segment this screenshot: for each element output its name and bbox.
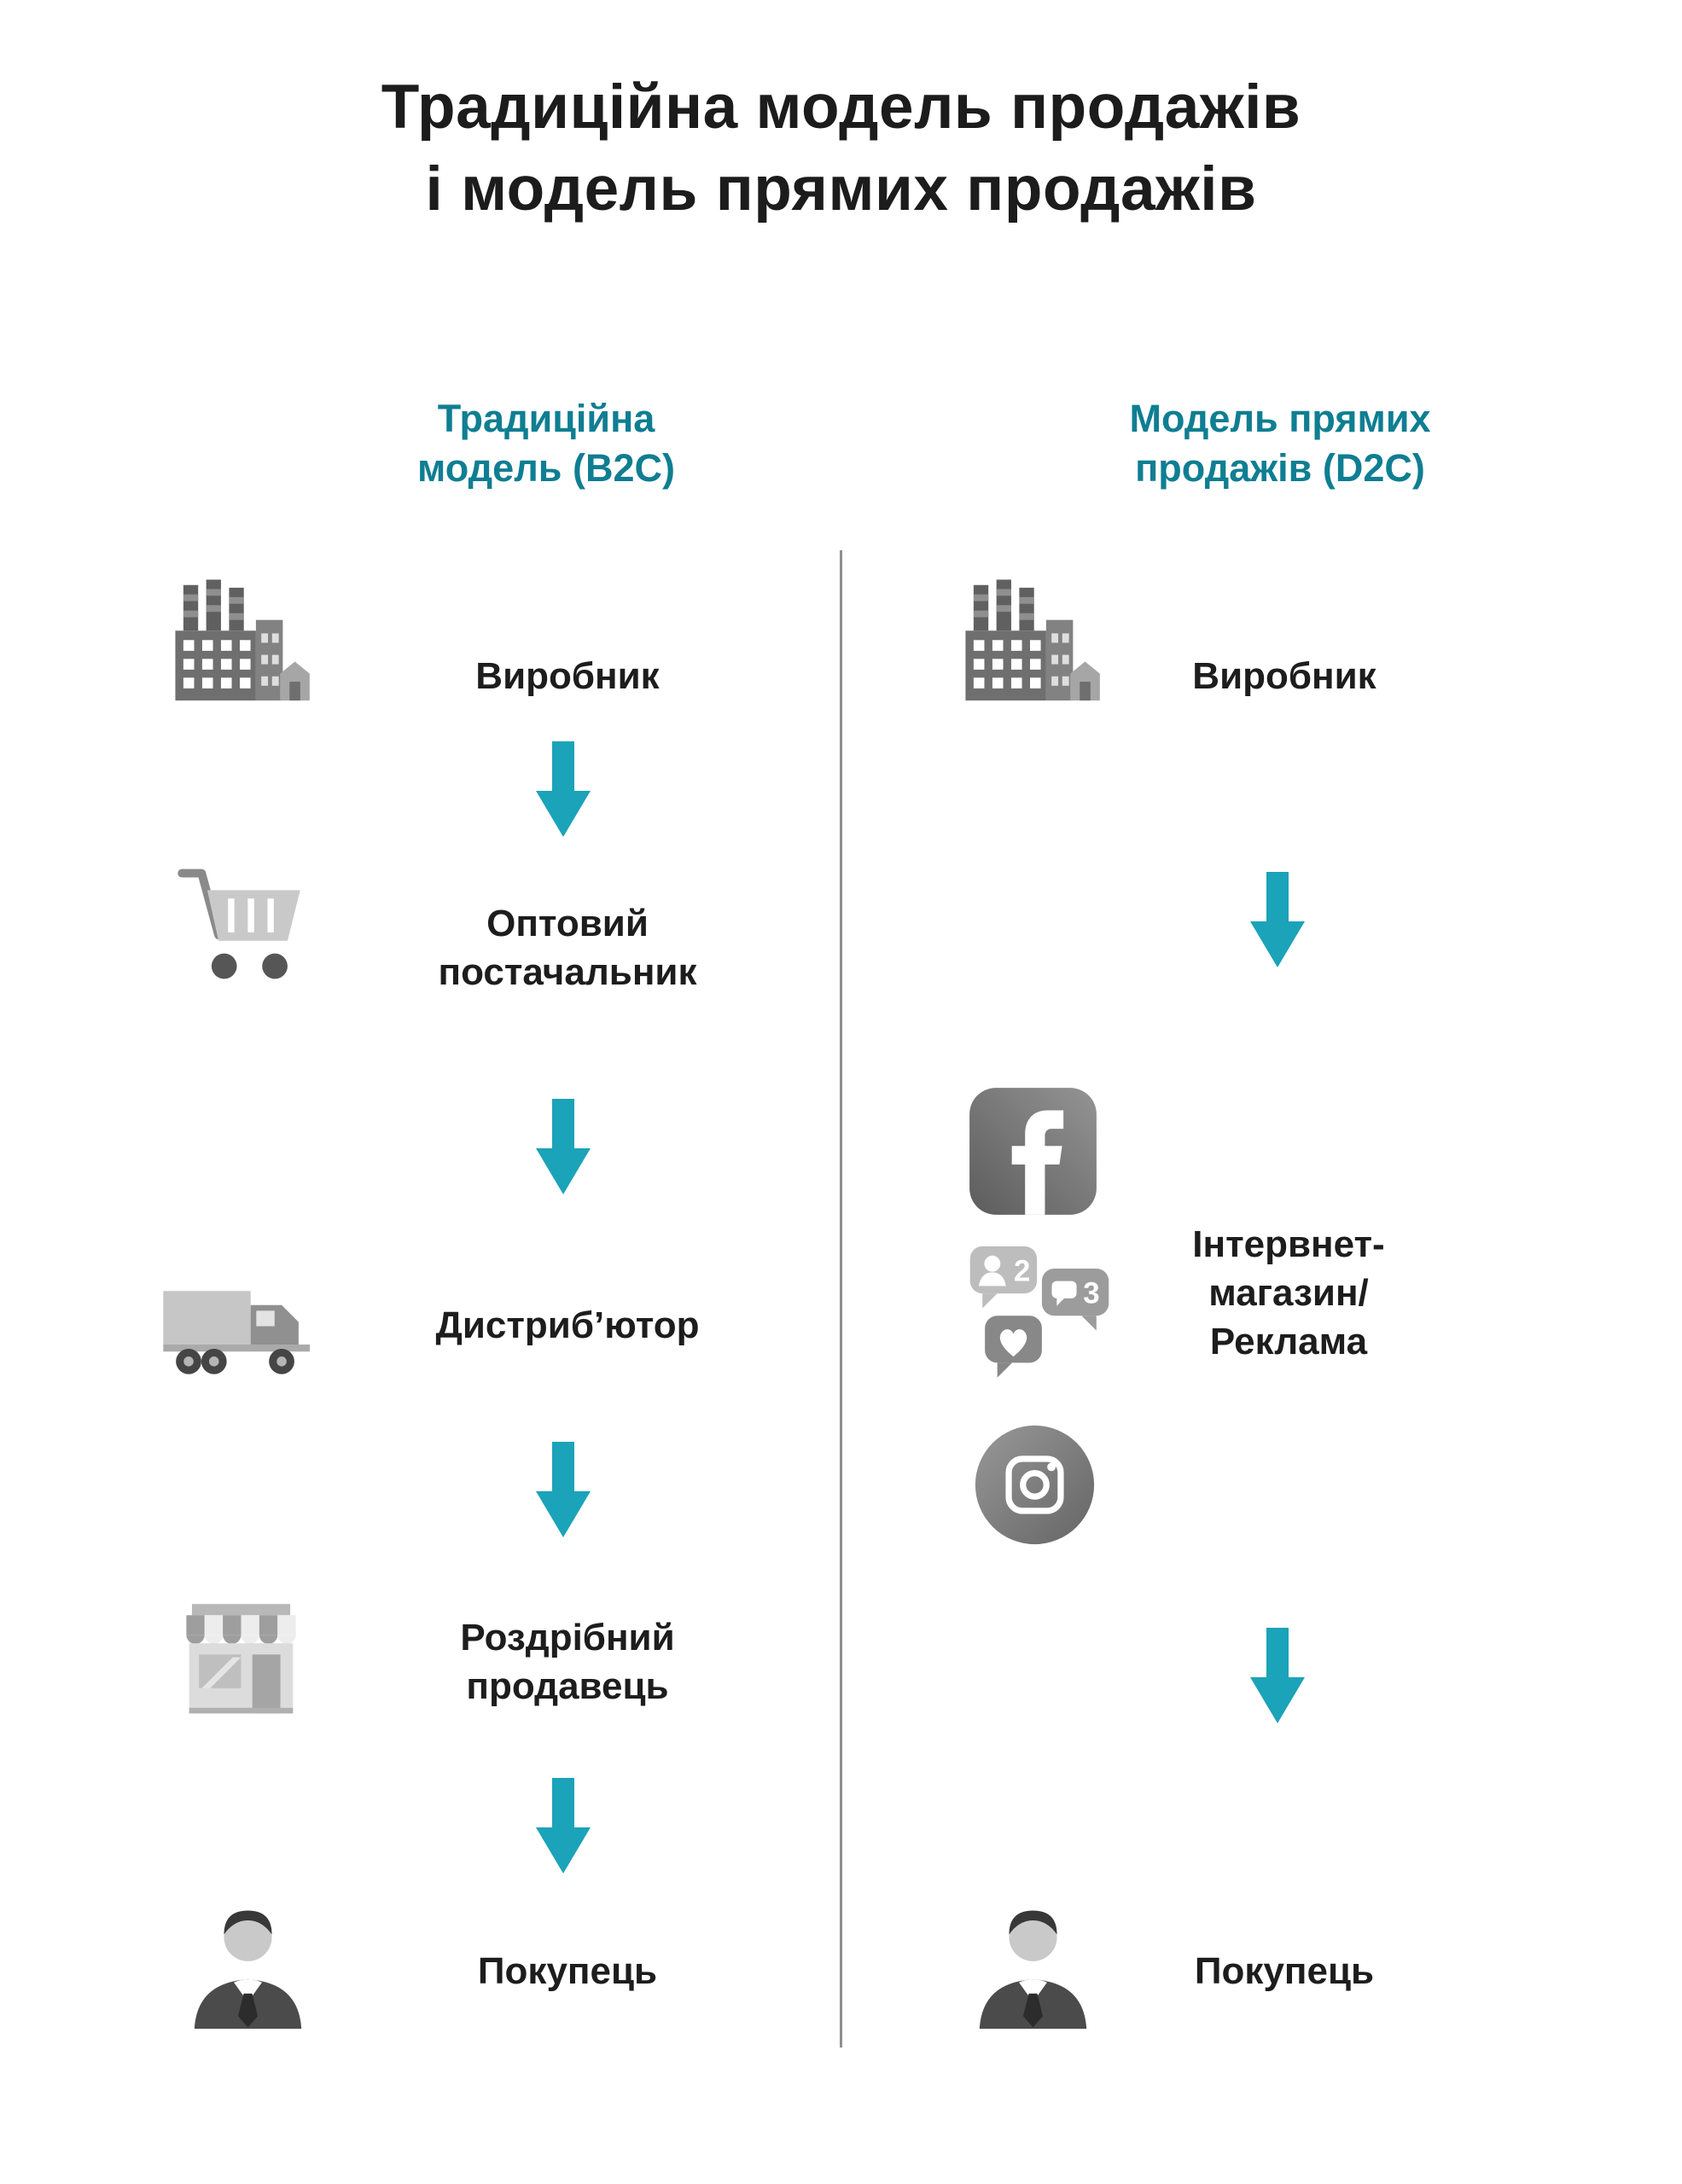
notification-count: 2 bbox=[1014, 1255, 1030, 1288]
step-label: Оптовий постачальник bbox=[438, 903, 697, 994]
buyer-person-icon bbox=[963, 1892, 1103, 2033]
step-label: Виробник bbox=[1192, 655, 1376, 697]
step-label: Покупець bbox=[1194, 1950, 1375, 1992]
step-label: Виробник bbox=[475, 655, 660, 697]
buyer-person-icon bbox=[178, 1892, 318, 2033]
down-arrow-icon bbox=[536, 1099, 591, 1194]
step-label: Інтервнет- магазин/ Реклама bbox=[1192, 1223, 1385, 1363]
page-title: Традиційна модель продажів і модель прям… bbox=[381, 73, 1301, 224]
down-arrow-icon bbox=[536, 1442, 591, 1537]
down-arrow-icon bbox=[536, 741, 591, 837]
instagram-icon bbox=[973, 1423, 1097, 1547]
down-arrow-icon bbox=[1250, 872, 1305, 967]
down-arrow-icon bbox=[536, 1778, 591, 1873]
factory-icon bbox=[167, 577, 312, 712]
factory-icon bbox=[957, 577, 1103, 712]
notification-count: 3 bbox=[1083, 1277, 1099, 1310]
storefront-icon bbox=[171, 1593, 311, 1719]
step-label: Роздрібний продавець bbox=[460, 1617, 675, 1708]
step-label: Дистриб’ютор bbox=[435, 1304, 700, 1346]
left-column-header: Традиційна модель (B2C) bbox=[417, 397, 675, 490]
right-column-header: Модель прямих продажів (D2C) bbox=[1129, 397, 1431, 490]
facebook-icon bbox=[967, 1085, 1099, 1217]
down-arrow-icon bbox=[1250, 1628, 1305, 1723]
delivery-truck-icon bbox=[160, 1280, 318, 1381]
social-notifications-icon: 2 3 bbox=[963, 1239, 1116, 1378]
shopping-cart-icon bbox=[171, 862, 311, 986]
step-label: Покупець bbox=[477, 1950, 658, 1992]
column-divider bbox=[840, 550, 842, 2048]
